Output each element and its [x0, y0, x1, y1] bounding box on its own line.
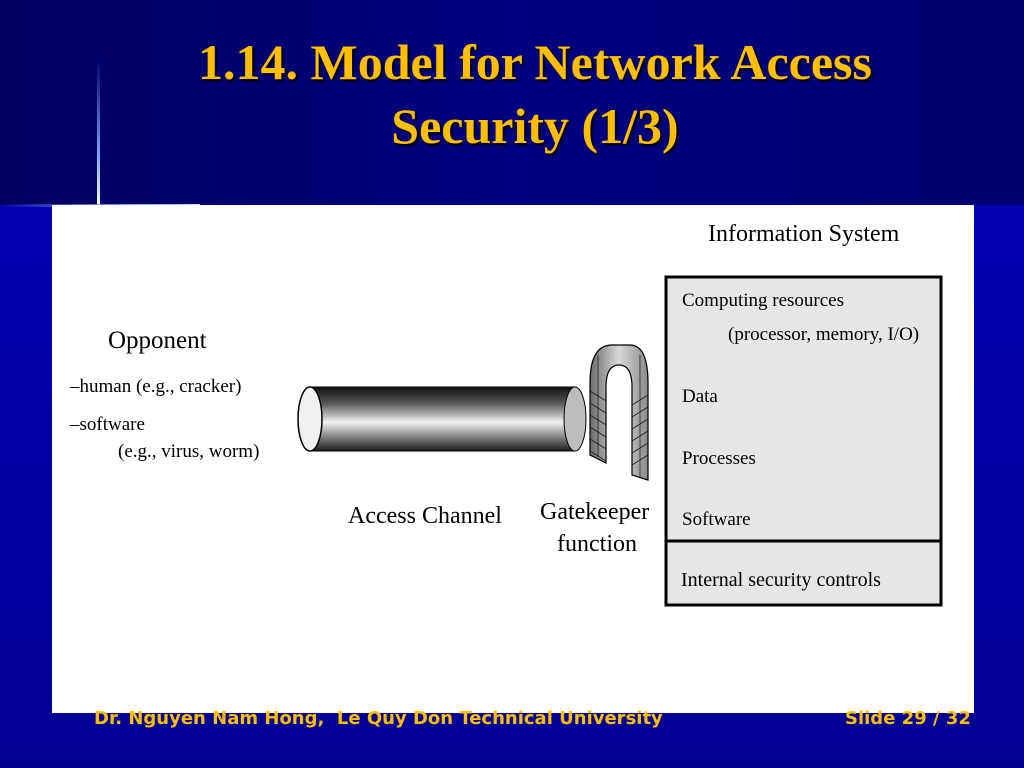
access-channel-cylinder [297, 386, 587, 452]
slide-title-line2: Security (1/3) [391, 98, 679, 154]
information-system-box [664, 275, 943, 607]
access-channel-label: Access Channel [348, 503, 502, 529]
computing-resources-detail: (processor, memory, I/O) [728, 324, 919, 345]
network-access-model-diagram: Opponent –human (e.g., cracker) –softwar… [69, 221, 943, 607]
internal-security-controls-label: Internal security controls [681, 569, 881, 591]
title-background [0, 0, 1024, 205]
opponent-item-software: –software [69, 414, 145, 435]
opponent-item-human: –human (e.g., cracker) [69, 376, 241, 397]
opponent-heading: Opponent [108, 327, 207, 354]
footer-slide-number: Slide 29 / 32 [845, 708, 971, 729]
software-label: Software [682, 509, 751, 530]
gatekeeper-label-line1: Gatekeeper [540, 499, 649, 525]
slide-title-line1: 1.14. Model for Network Access [198, 34, 872, 90]
diagram-panel: Opponent –human (e.g., cracker) –softwar… [52, 205, 974, 713]
information-system-heading: Information System [708, 221, 900, 247]
footer-author: Dr. Nguyen Nam Hong, Le Quy Don Technica… [94, 708, 663, 729]
data-label: Data [682, 386, 718, 407]
slide-title: 1.14. Model for Network Access Security … [60, 30, 1010, 158]
vertical-accent-line [97, 60, 100, 208]
processes-label: Processes [682, 448, 756, 469]
opponent-item-software-detail: (e.g., virus, worm) [118, 441, 259, 462]
gatekeeper-gate [589, 344, 649, 481]
computing-resources-label: Computing resources [682, 290, 844, 311]
gatekeeper-label-line2: function [557, 531, 637, 557]
